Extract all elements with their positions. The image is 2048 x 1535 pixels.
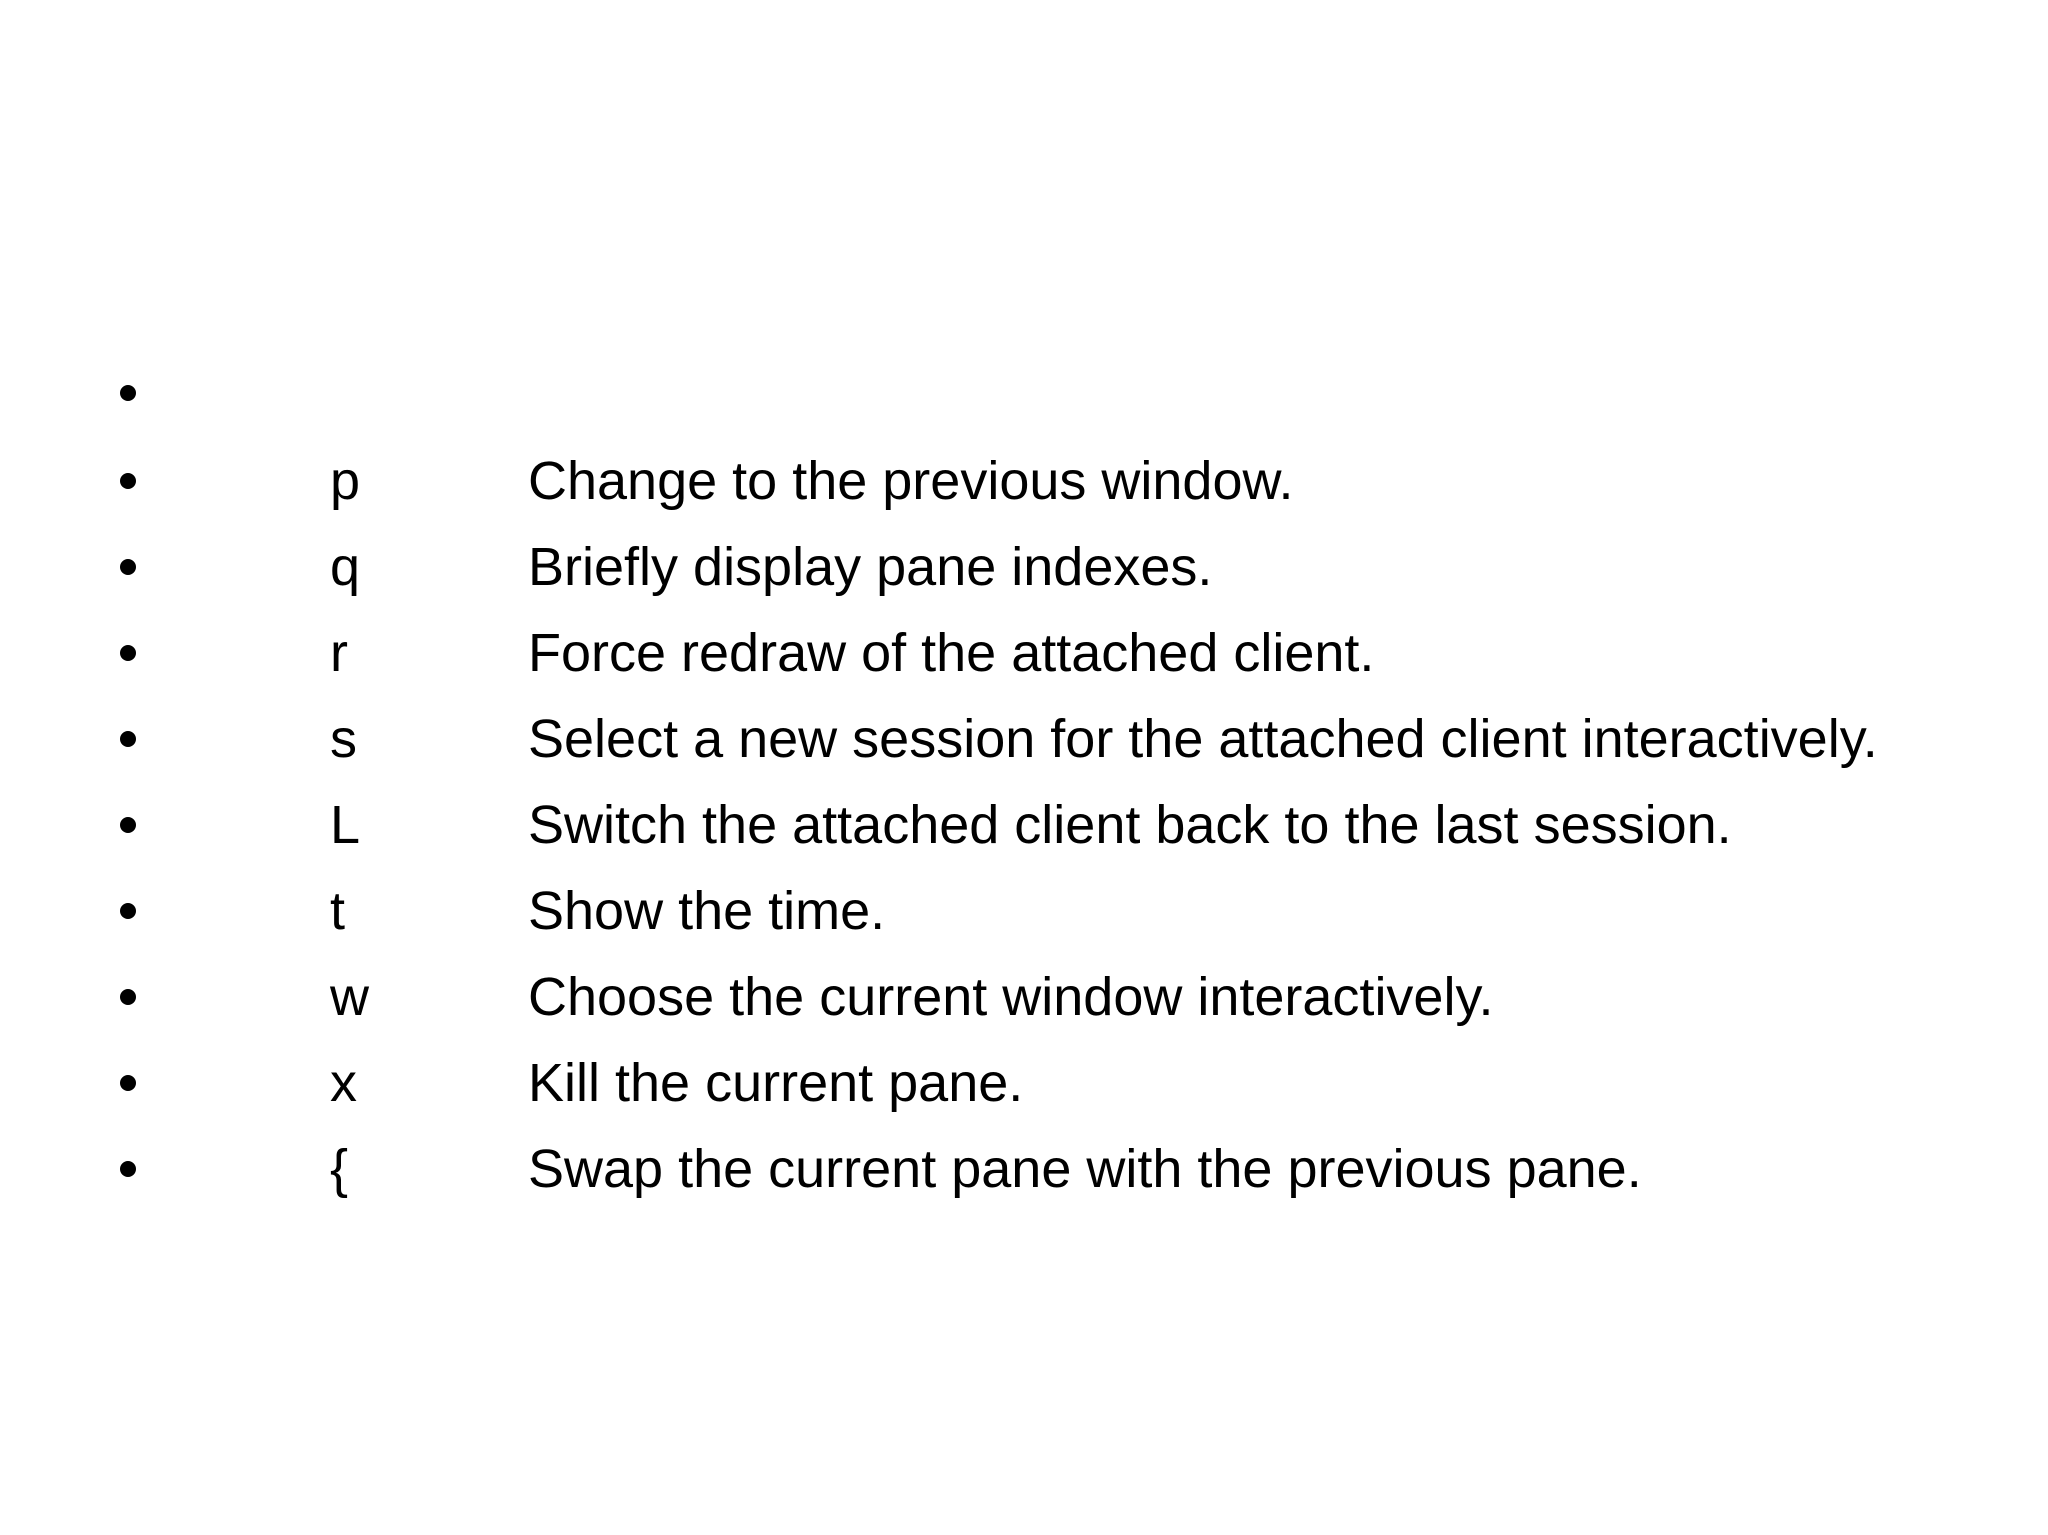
- bullet-icon: [120, 559, 136, 575]
- list-item: x Kill the current pane.: [0, 1040, 2048, 1126]
- list-item: s Select a new session for the attached …: [0, 696, 2048, 782]
- bullet-icon: [120, 817, 136, 833]
- list-item: w Choose the current window interactivel…: [0, 954, 2048, 1040]
- list-item: [0, 348, 2048, 438]
- bullet-icon: [120, 731, 136, 747]
- shortcut-description: Choose the current window interactively.: [528, 967, 1494, 1027]
- shortcut-key: s: [330, 709, 357, 769]
- bullet-icon: [120, 385, 136, 401]
- shortcut-description: Switch the attached client back to the l…: [528, 795, 1732, 855]
- bullet-icon: [120, 989, 136, 1005]
- shortcut-key: w: [330, 967, 369, 1027]
- shortcut-key: p: [330, 451, 361, 511]
- shortcut-key: {: [330, 1139, 349, 1199]
- shortcut-key: r: [330, 623, 348, 683]
- shortcut-description: Kill the current pane.: [528, 1053, 1024, 1113]
- list-item: p Change to the previous window.: [0, 438, 2048, 524]
- bullet-icon: [120, 473, 136, 489]
- shortcut-description: Swap the current pane with the previous …: [528, 1139, 1642, 1199]
- shortcut-description: Briefly display pane indexes.: [528, 537, 1213, 597]
- list-item: L Switch the attached client back to the…: [0, 782, 2048, 868]
- shortcut-key: L: [330, 795, 361, 855]
- shortcut-key: q: [330, 537, 361, 597]
- shortcut-description: Show the time.: [528, 881, 886, 941]
- bullet-icon: [120, 1075, 136, 1091]
- bullet-icon: [120, 903, 136, 919]
- list-item: r Force redraw of the attached client.: [0, 610, 2048, 696]
- list-item: q Briefly display pane indexes.: [0, 524, 2048, 610]
- shortcut-description: Force redraw of the attached client.: [528, 623, 1375, 683]
- shortcut-key: t: [330, 881, 346, 941]
- shortcut-list: p Change to the previous window. q Brief…: [0, 348, 2048, 1212]
- bullet-icon: [120, 645, 136, 661]
- list-item: { Swap the current pane with the previou…: [0, 1126, 2048, 1212]
- shortcut-key: x: [330, 1053, 357, 1113]
- shortcut-description: Change to the previous window.: [528, 451, 1294, 511]
- shortcut-description: Select a new session for the attached cl…: [528, 709, 1878, 769]
- list-item: t Show the time.: [0, 868, 2048, 954]
- bullet-icon: [120, 1161, 136, 1177]
